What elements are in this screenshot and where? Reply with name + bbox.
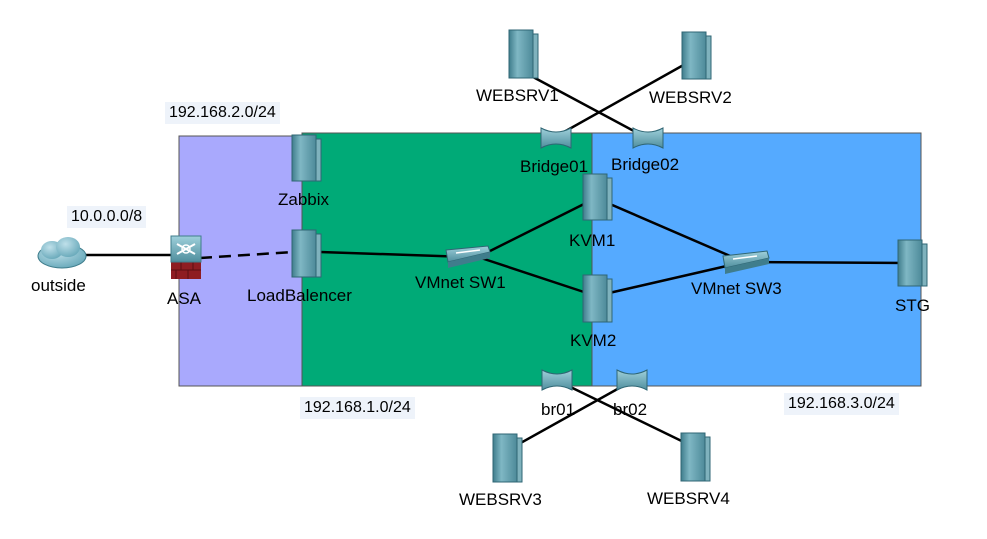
device-label-zabbix: Zabbix <box>278 190 330 209</box>
br02-bridge-icon[interactable] <box>616 369 648 391</box>
bridge01-bridge-icon[interactable] <box>540 127 572 149</box>
vmnet-sw3-switch-icon[interactable] <box>722 250 770 274</box>
device-label-outside: outside <box>31 276 86 295</box>
network-label-outside: 10.0.0.0/8 <box>67 206 147 228</box>
link-sw3-stg <box>743 260 908 265</box>
device-label-vmnet-sw1: VMnet SW1 <box>415 273 506 292</box>
zone-internal <box>301 132 593 387</box>
vmnet-sw1-switch-icon[interactable] <box>445 245 491 268</box>
link-sw1-kvm2 <box>477 255 597 298</box>
device-label-loadbalancer: LoadBalencer <box>247 286 352 305</box>
kvm2-server-icon[interactable] <box>582 274 613 323</box>
device-label-websrv2: WEBSRV2 <box>649 88 732 107</box>
br01-bridge-icon[interactable] <box>541 369 573 391</box>
zabbix-server-icon[interactable] <box>291 134 322 182</box>
network-label-internal: 192.168.1.0/24 <box>300 397 415 419</box>
links <box>78 56 908 452</box>
link-websrv3-br02 <box>507 380 631 452</box>
device-label-websrv1: WEBSRV1 <box>476 86 559 105</box>
websrv2-server-icon[interactable] <box>681 31 712 80</box>
link-asa-loadbalancer <box>199 250 294 260</box>
link-kvm1-sw3 <box>595 196 745 264</box>
kvm1-server-icon[interactable] <box>582 173 613 221</box>
websrv4-server-icon[interactable] <box>680 432 711 482</box>
device-label-stg: STG <box>895 296 930 315</box>
network-label-storage: 192.168.3.0/24 <box>784 393 899 415</box>
device-label-bridge01: Bridge01 <box>520 157 589 176</box>
bridge02-bridge-icon[interactable] <box>632 127 664 149</box>
device-label-asa: ASA <box>167 289 202 308</box>
device-label-websrv4: WEBSRV4 <box>647 489 730 508</box>
websrv1-server-icon[interactable] <box>508 29 539 79</box>
network-label-dmz: 192.168.2.0/24 <box>165 102 280 124</box>
link-kvm2-sw3 <box>595 260 745 298</box>
device-label-bridge02: Bridge02 <box>611 155 680 174</box>
stg-server-icon[interactable] <box>897 239 928 287</box>
device-label-vmnet-sw3: VMnet SW3 <box>691 279 782 298</box>
device-label-websrv3: WEBSRV3 <box>459 490 542 509</box>
link-websrv4-br01 <box>555 378 697 450</box>
link-sw1-kvm1 <box>477 196 597 259</box>
link-loadbalancer-sw1 <box>319 250 469 259</box>
device-label-br02: br02 <box>613 400 648 419</box>
firewall-icon[interactable] <box>170 235 202 279</box>
websrv3-server-icon[interactable] <box>492 433 523 483</box>
link-websrv2-bridge01 <box>554 56 697 139</box>
device-label-kvm1: KVM1 <box>569 231 616 250</box>
cloud-icon[interactable] <box>37 237 87 269</box>
link-websrv1-bridge02 <box>519 68 646 139</box>
device-label-br01: br01 <box>541 400 576 419</box>
device-label-kvm2: KVM2 <box>570 331 617 350</box>
loadbalancer-server-icon[interactable] <box>291 229 322 278</box>
